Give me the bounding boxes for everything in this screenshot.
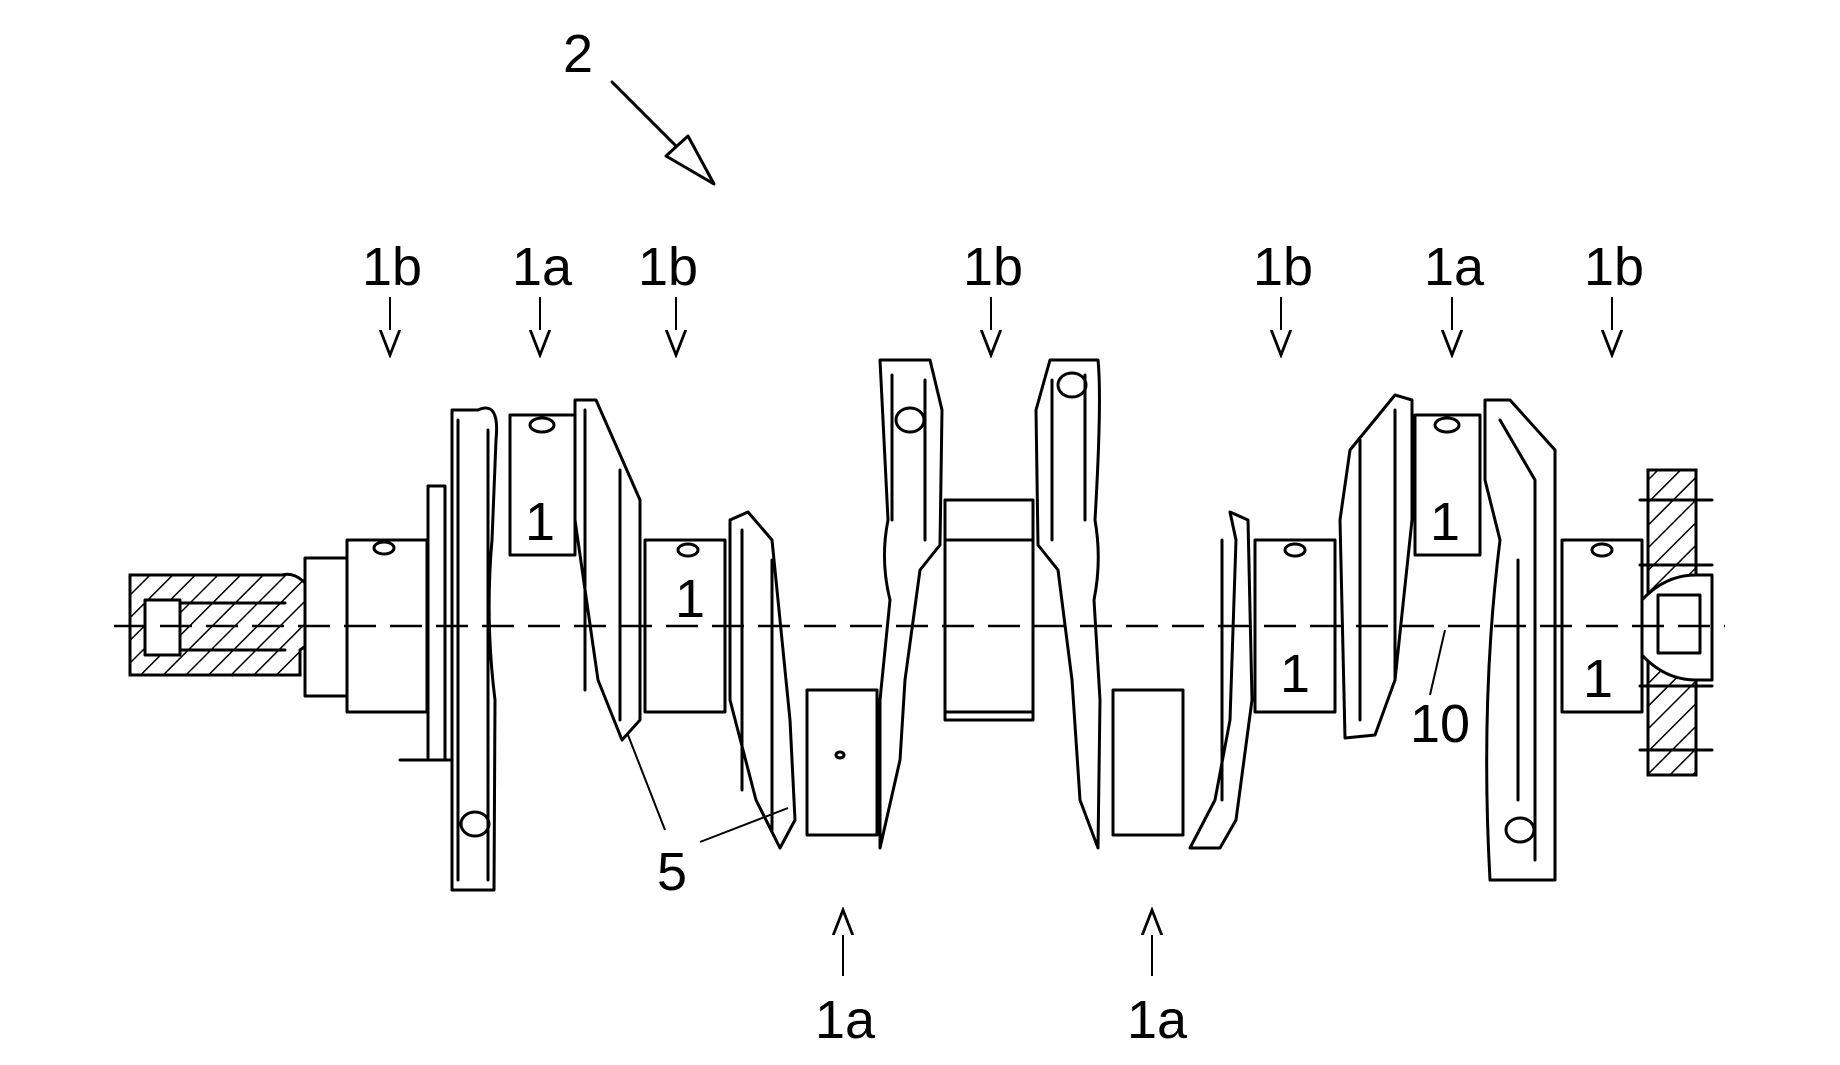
- center-main-journal: [945, 500, 1033, 720]
- web-5: [1036, 360, 1100, 848]
- bottom-label: 1a: [1127, 990, 1188, 1050]
- axis-label: 10: [1410, 694, 1470, 754]
- web-7: [1340, 395, 1412, 738]
- crankpin: [1113, 690, 1183, 835]
- crankshaft: 1 1: [114, 360, 1725, 890]
- rear-flange: [1640, 470, 1712, 775]
- journal-label: 1: [525, 492, 555, 552]
- bottom-labels: 1a 1a: [815, 910, 1188, 1050]
- crankpin: [807, 690, 877, 835]
- bottom-label: 1a: [815, 990, 876, 1050]
- figure-reference: 2: [563, 24, 714, 184]
- web-4: [880, 360, 942, 848]
- top-label: 1a: [512, 237, 573, 297]
- top-label: 1b: [1584, 237, 1644, 297]
- top-labels: 1b 1a 1b 1b 1b 1a 1b: [362, 237, 1644, 355]
- journal-label: 1: [1280, 644, 1310, 704]
- top-label-group: 1b: [1253, 237, 1313, 355]
- top-label-group: 1b: [362, 237, 422, 355]
- top-label: 1b: [1253, 237, 1313, 297]
- flange-bore: [1658, 595, 1700, 653]
- crankpin-lower-left: [807, 690, 877, 835]
- nose-bore: [145, 600, 180, 655]
- counterweight: [730, 512, 795, 848]
- top-label-group: 1b: [1584, 237, 1644, 355]
- leader-line: [1430, 630, 1445, 695]
- counterweight-label: 5: [657, 842, 687, 902]
- web-3: [730, 512, 795, 848]
- web-8: [1485, 400, 1555, 880]
- web: [1485, 400, 1555, 880]
- web: [1036, 360, 1100, 848]
- figure-number: 2: [563, 24, 593, 84]
- axis-callout: 10: [1410, 630, 1470, 754]
- leader-line: [628, 735, 665, 830]
- top-label-group: 1a: [512, 237, 573, 355]
- crankpin-upper-right: 1: [1415, 415, 1480, 555]
- journal-label: 1: [1583, 649, 1613, 709]
- bottom-label-group: 1a: [815, 910, 876, 1050]
- journal-label: 1: [675, 569, 705, 629]
- bottom-label-group: 1a: [1127, 910, 1188, 1050]
- top-label: 1b: [963, 237, 1023, 297]
- counterweight-2: [575, 400, 640, 740]
- top-label-group: 1b: [963, 237, 1023, 355]
- web-plate: [428, 486, 445, 760]
- top-label: 1b: [638, 237, 698, 297]
- web-6: [1190, 512, 1252, 848]
- top-label-group: 1a: [1424, 237, 1485, 355]
- journal-label: 1: [1430, 492, 1460, 552]
- top-label: 1b: [362, 237, 422, 297]
- crankpin-lower-right: [1113, 690, 1183, 835]
- main-journal: [945, 500, 1033, 720]
- counterweight: [1340, 395, 1412, 738]
- top-label-group: 1b: [638, 237, 698, 355]
- crankpin-upper-left: 1: [510, 415, 575, 555]
- top-label: 1a: [1424, 237, 1485, 297]
